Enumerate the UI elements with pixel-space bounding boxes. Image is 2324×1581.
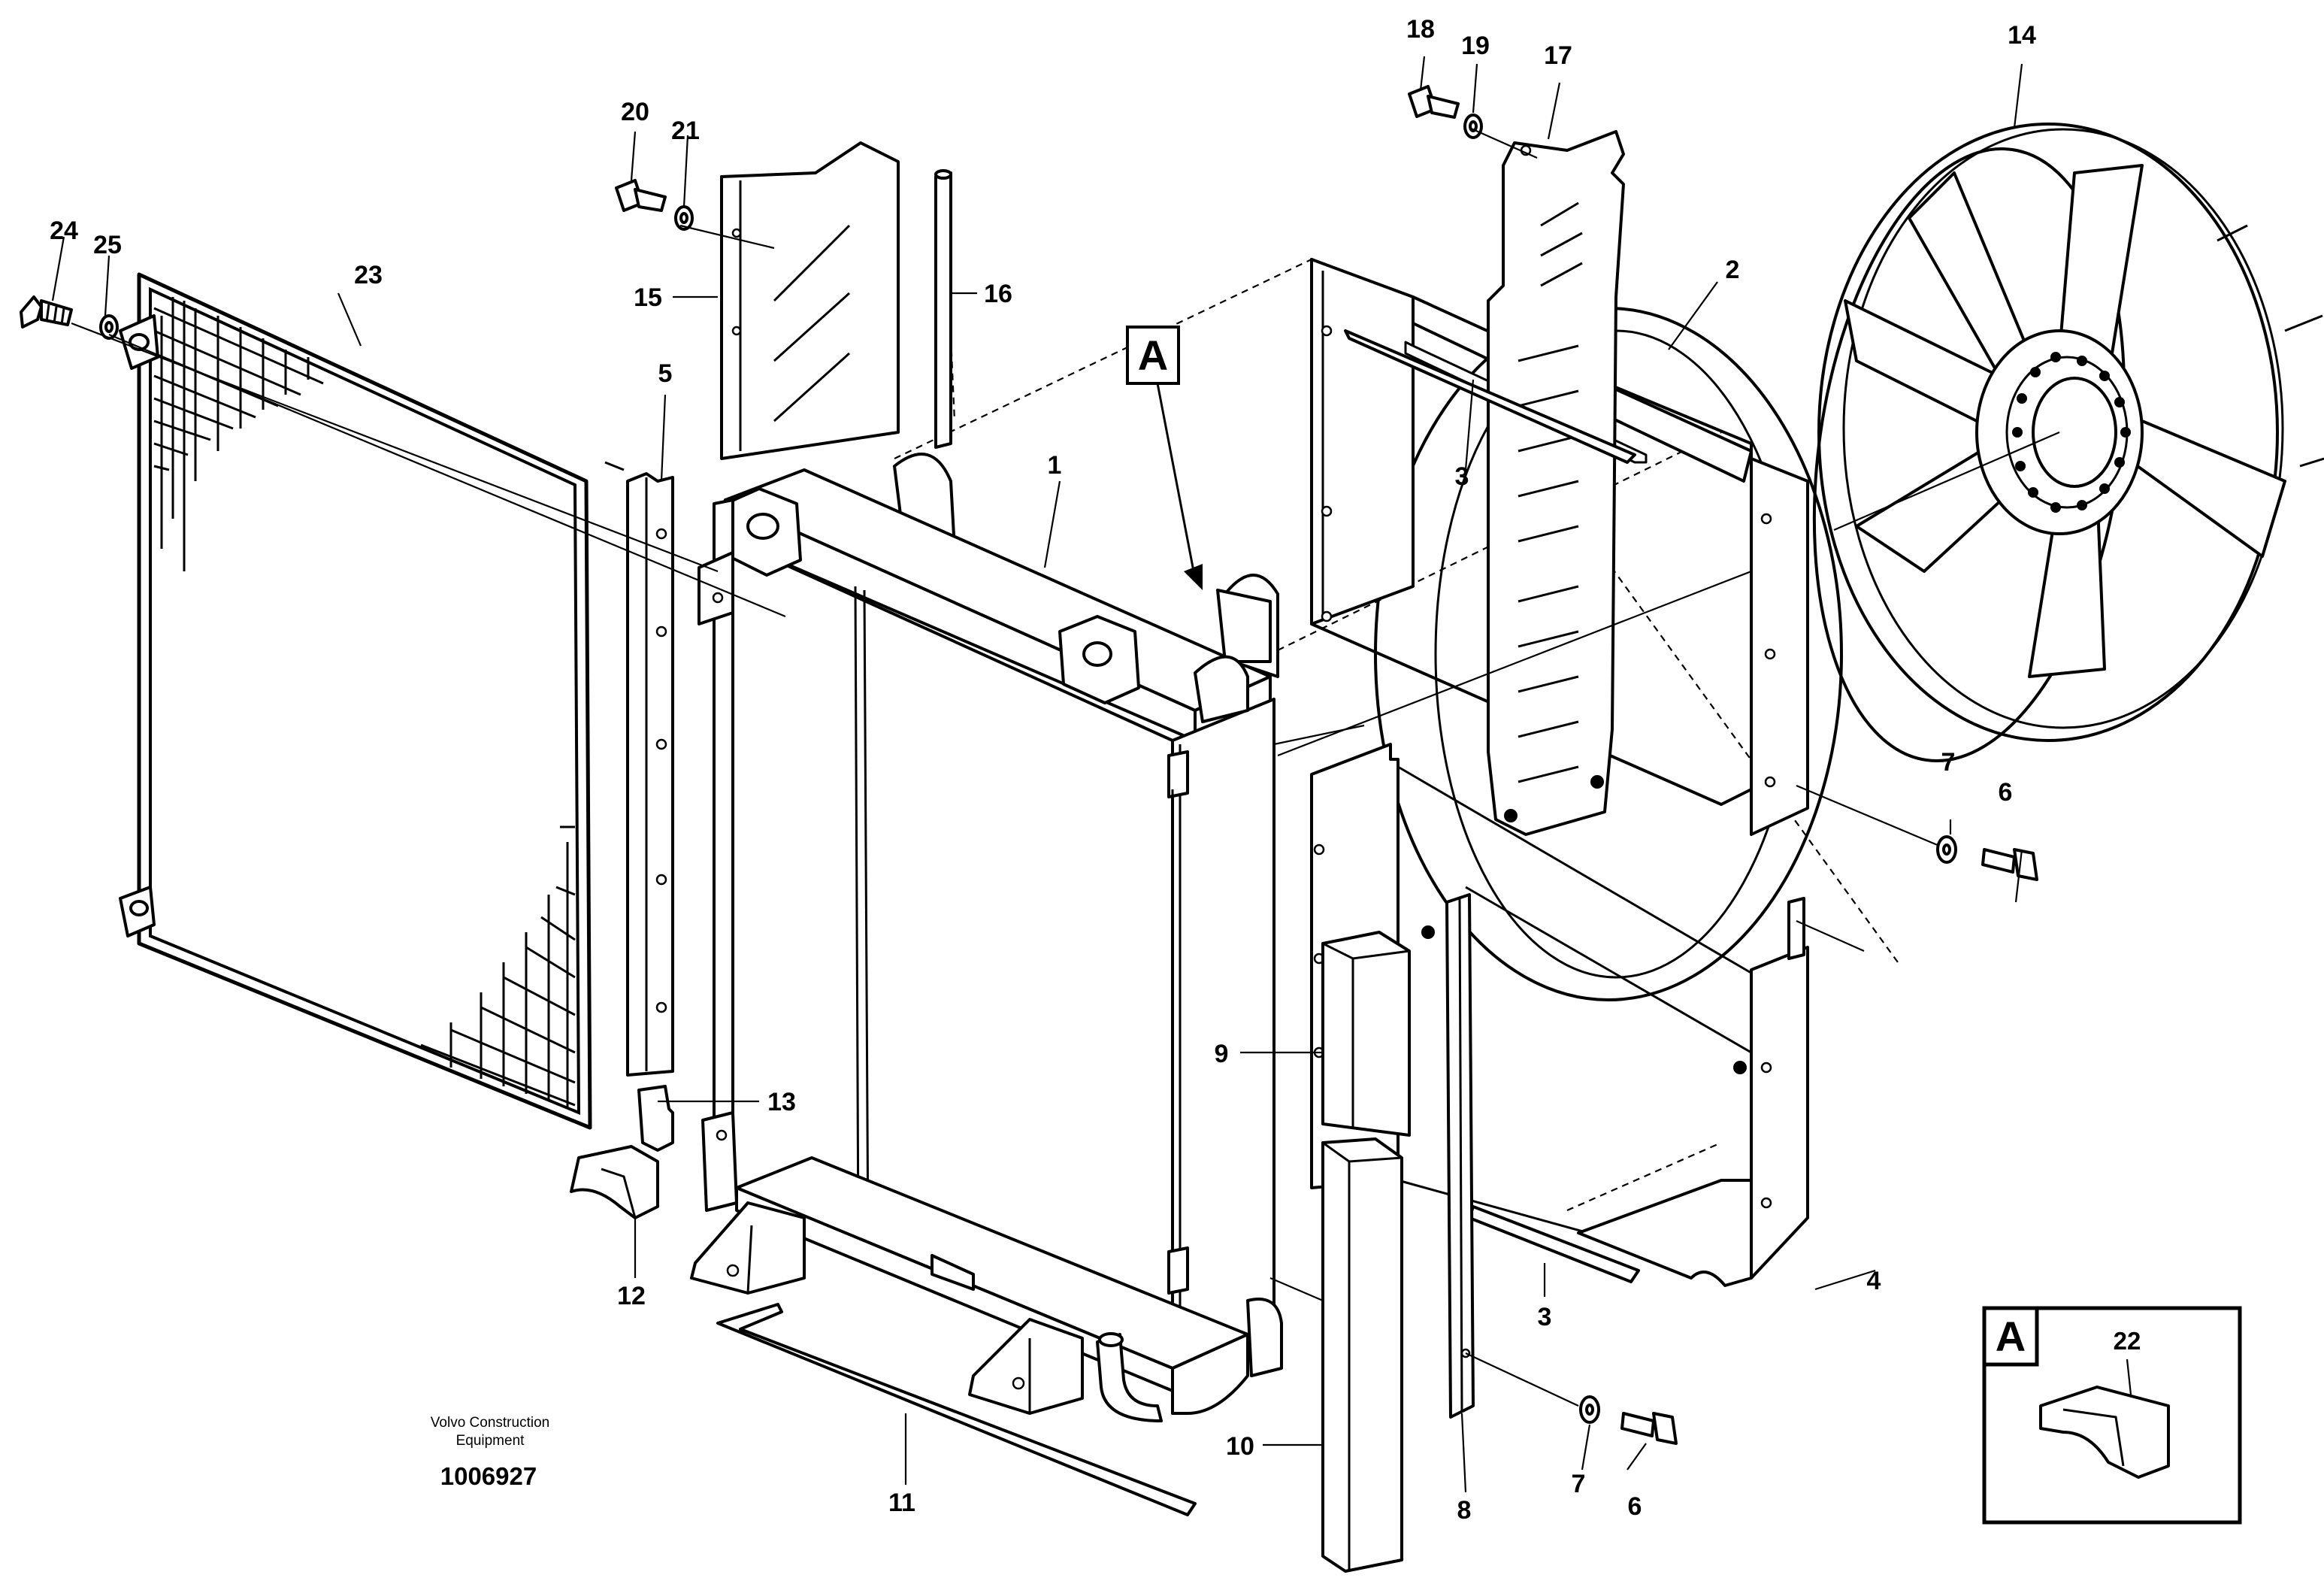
credit-line-2: Equipment — [456, 1433, 525, 1449]
detail-box-part-22-label: 22 — [2114, 1327, 2141, 1355]
fastener-19-washer — [1463, 114, 1483, 139]
callout-15: 15 — [634, 283, 662, 312]
callout-24: 24 — [50, 217, 78, 245]
callout-6-upper: 6 — [1999, 778, 2013, 807]
part-10-seal — [1321, 1137, 1403, 1573]
fastener-6-bolt-upper — [1981, 848, 2038, 881]
detail-marker-box — [1126, 326, 1180, 385]
leader-lines — [51, 56, 2060, 1493]
detail-box-letter-frame — [1982, 1306, 2039, 1367]
callout-20: 20 — [621, 98, 649, 126]
part-8-strip — [1445, 893, 1475, 1419]
fastener-18-bolt — [1408, 85, 1460, 119]
part-23-screen — [119, 272, 592, 1130]
callout-13: 13 — [767, 1088, 796, 1116]
callout-6-lower: 6 — [1628, 1492, 1642, 1521]
callout-16: 16 — [984, 280, 1012, 308]
part-9-seal — [1321, 931, 1411, 1137]
callout-5: 5 — [658, 359, 673, 388]
part-14-fan — [1812, 123, 2324, 762]
callout-4: 4 — [1867, 1267, 1881, 1295]
part-16-rod — [934, 169, 952, 449]
callout-14: 14 — [2008, 21, 2036, 50]
fastener-24-wing-bolt — [20, 295, 73, 329]
callout-19: 19 — [1461, 32, 1490, 60]
part-13-clip — [637, 1085, 674, 1152]
detail-box-a: A 22 — [1982, 1306, 2242, 1525]
callout-2: 2 — [1726, 256, 1740, 284]
callout-21: 21 — [671, 117, 700, 145]
part-17-bracket — [1487, 130, 1625, 836]
callout-3-lower: 3 — [1538, 1303, 1552, 1331]
part-4-side-plate — [1577, 897, 1809, 1287]
part-22-pad — [2039, 1386, 2170, 1479]
fastener-7-washer-lower — [1579, 1395, 1600, 1424]
part-3-upper-seal — [1344, 329, 1636, 464]
credit-block: Volvo Construction Equipment 1006927 — [431, 1415, 549, 1490]
callout-17: 17 — [1544, 41, 1572, 70]
callout-10: 10 — [1226, 1432, 1254, 1461]
callout-9: 9 — [1215, 1040, 1229, 1068]
fastener-6-bolt-lower — [1620, 1412, 1678, 1445]
callout-1: 1 — [1048, 451, 1062, 480]
callout-8: 8 — [1457, 1496, 1472, 1525]
part-1-radiator — [690, 453, 1283, 1422]
callout-25: 25 — [93, 231, 122, 259]
drawing-number: 1006927 — [440, 1462, 537, 1490]
detail-box-letter: A — [1996, 1313, 2026, 1360]
fastener-20-bolt — [615, 179, 667, 212]
fastener-25-washer — [99, 314, 119, 340]
callout-3-upper: 3 — [1455, 462, 1469, 491]
callout-18: 18 — [1406, 15, 1435, 44]
part-12-pad — [570, 1145, 659, 1219]
callout-23: 23 — [354, 261, 383, 289]
detail-marker-letter: A — [1138, 332, 1168, 379]
credit-line-1: Volvo Construction — [431, 1415, 549, 1431]
part-5-strip — [604, 461, 674, 1077]
callout-12: 12 — [617, 1282, 646, 1310]
detail-marker-a: A — [1126, 326, 1203, 590]
callout-7-lower: 7 — [1572, 1470, 1586, 1498]
part-11-strip — [716, 1303, 1197, 1516]
callout-labels: 1 2 3 3 4 5 6 6 7 7 8 9 10 11 12 13 14 1… — [50, 15, 2036, 1525]
callout-7-upper: 7 — [1941, 748, 1956, 777]
radiator-side-bracket — [698, 498, 738, 1212]
part-15-bracket — [720, 141, 900, 460]
callout-11: 11 — [888, 1489, 915, 1517]
fastener-7-washer-upper — [1936, 835, 1957, 864]
